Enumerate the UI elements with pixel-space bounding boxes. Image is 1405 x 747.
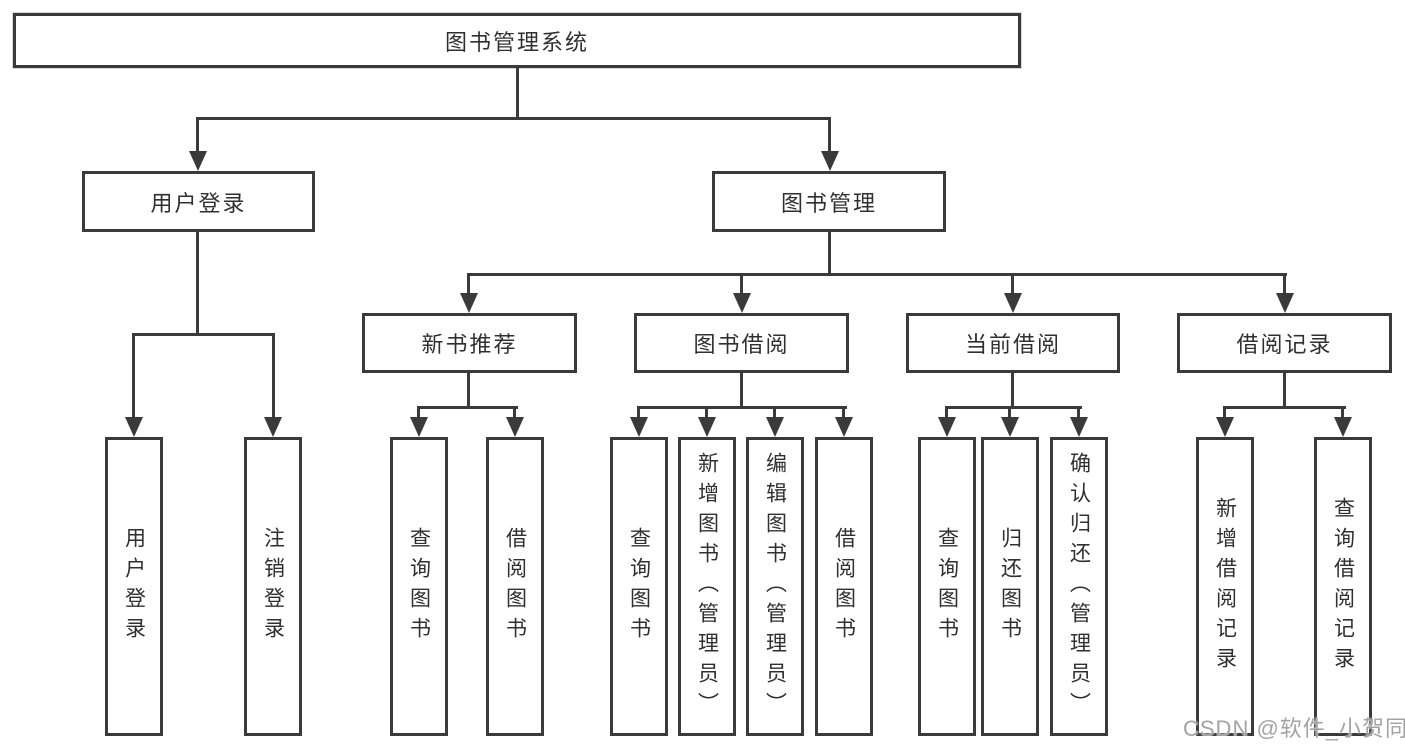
connector-book-borrow-bus — [637, 406, 847, 409]
connector-drop-book-borrow — [740, 273, 743, 295]
connector-drop-leaf — [513, 406, 516, 419]
arrowhead-icon — [125, 417, 143, 437]
leaf-confirm-return-admin: 确认归还（管理员） — [1050, 437, 1108, 736]
csdn-watermark: CSDN @软件_小贺同学 — [1183, 716, 1405, 741]
arrowhead-icon — [1216, 417, 1234, 437]
arrowhead-icon — [766, 417, 784, 437]
arrowhead-icon — [506, 417, 524, 437]
leaf-query-books-borrow: 查询图书 — [610, 437, 668, 736]
leaf-add-books-admin-label: 新增图书（管理员） — [695, 451, 719, 722]
connector-drop-leaf — [1223, 406, 1226, 419]
connector-drop-book-management — [828, 117, 831, 153]
leaf-borrow-books-recommend: 借阅图书 — [486, 437, 544, 736]
arrowhead-icon — [1070, 417, 1088, 437]
node-book-borrow-label: 图书借阅 — [693, 332, 790, 357]
leaf-edit-books-admin-label: 编辑图书（管理员） — [763, 451, 787, 722]
connector-book-management-bus — [467, 273, 1287, 276]
arrowhead-icon — [1004, 293, 1022, 313]
leaf-edit-books-admin: 编辑图书（管理员） — [746, 437, 804, 736]
connector-drop-user-login — [196, 117, 199, 153]
connector-drop-leaf — [705, 406, 708, 419]
leaf-logout: 注销登录 — [244, 437, 302, 736]
node-current-borrow-label: 当前借阅 — [964, 332, 1061, 357]
arrowhead-icon — [698, 417, 716, 437]
connector-drop-leaf — [637, 406, 640, 419]
connector-drop-leaf — [945, 406, 948, 419]
arrowhead-icon — [189, 151, 207, 171]
connector-borrow-records-bus — [1223, 406, 1346, 409]
arrowhead-icon — [630, 417, 648, 437]
leaf-add-borrow-record-label: 新增借阅记录 — [1213, 496, 1237, 677]
connector-current-borrow-stem — [1011, 373, 1014, 409]
node-book-borrow: 图书借阅 — [634, 313, 849, 373]
node-current-borrow: 当前借阅 — [906, 313, 1120, 373]
arrowhead-icon — [821, 151, 839, 171]
connector-root-stem — [516, 68, 519, 119]
connector-drop-leaf — [272, 333, 275, 419]
leaf-borrow-books-label: 借阅图书 — [832, 526, 856, 647]
leaf-add-borrow-record: 新增借阅记录 — [1196, 437, 1254, 736]
connector-root-bus — [196, 117, 831, 120]
node-new-book-recommend-label: 新书推荐 — [421, 332, 518, 357]
node-book-management: 图书管理 — [712, 171, 946, 232]
leaf-logout-label: 注销登录 — [261, 526, 285, 647]
leaf-add-books-admin: 新增图书（管理员） — [678, 437, 736, 736]
connector-drop-leaf — [1341, 406, 1344, 419]
arrowhead-icon — [938, 417, 956, 437]
connector-drop-leaf — [773, 406, 776, 419]
leaf-query-books-current-label: 查询图书 — [935, 526, 959, 647]
connector-user-login-stem — [196, 232, 199, 335]
arrowhead-icon — [1334, 417, 1352, 437]
node-user-login-label: 用户登录 — [150, 190, 247, 216]
node-new-book-recommend: 新书推荐 — [362, 313, 577, 373]
arrowhead-icon — [835, 417, 853, 437]
connector-drop-leaf — [417, 406, 420, 419]
leaf-query-borrow-record: 查询借阅记录 — [1314, 437, 1372, 736]
connector-drop-leaf — [132, 333, 135, 419]
arrowhead-icon — [1001, 417, 1019, 437]
connector-book-borrow-stem — [740, 373, 743, 409]
leaf-query-books-recommend: 查询图书 — [390, 437, 448, 736]
leaf-confirm-return-admin-label: 确认归还（管理员） — [1067, 451, 1091, 722]
leaf-query-books-borrow-label: 查询图书 — [627, 526, 651, 647]
node-book-management-label: 图书管理 — [780, 190, 877, 216]
arrowhead-icon — [460, 293, 478, 313]
leaf-borrow-books: 借阅图书 — [815, 437, 873, 736]
leaf-borrow-books-recommend-label: 借阅图书 — [503, 526, 527, 647]
node-root: 图书管理系统 — [13, 13, 1021, 68]
leaf-query-books-recommend-label: 查询图书 — [407, 526, 431, 647]
connector-drop-new-book — [467, 273, 470, 295]
connector-drop-current-borrow — [1011, 273, 1014, 295]
arrowhead-icon — [733, 293, 751, 313]
connector-new-book-bus — [417, 406, 518, 409]
connector-borrow-records-stem — [1283, 373, 1286, 409]
leaf-query-borrow-record-label: 查询借阅记录 — [1331, 496, 1355, 677]
leaf-user-login: 用户登录 — [105, 437, 163, 736]
connector-drop-leaf — [1077, 406, 1080, 419]
connector-user-login-bus — [132, 333, 275, 336]
connector-drop-leaf — [842, 406, 845, 419]
connector-book-management-stem — [828, 232, 831, 276]
arrowhead-icon — [410, 417, 428, 437]
leaf-query-books-current: 查询图书 — [918, 437, 976, 736]
connector-drop-borrow-records — [1283, 273, 1286, 295]
arrowhead-icon — [264, 417, 282, 437]
leaf-return-books: 归还图书 — [981, 437, 1039, 736]
connector-current-borrow-bus — [945, 406, 1082, 409]
node-borrow-records: 借阅记录 — [1177, 313, 1392, 373]
node-user-login: 用户登录 — [82, 171, 315, 232]
arrowhead-icon — [1276, 293, 1294, 313]
connector-new-book-stem — [467, 373, 470, 409]
leaf-user-login-label: 用户登录 — [122, 526, 146, 647]
leaf-return-books-label: 归还图书 — [998, 526, 1022, 647]
connector-drop-leaf — [1008, 406, 1011, 419]
node-borrow-records-label: 借阅记录 — [1236, 332, 1333, 357]
node-root-label: 图书管理系统 — [444, 29, 589, 55]
